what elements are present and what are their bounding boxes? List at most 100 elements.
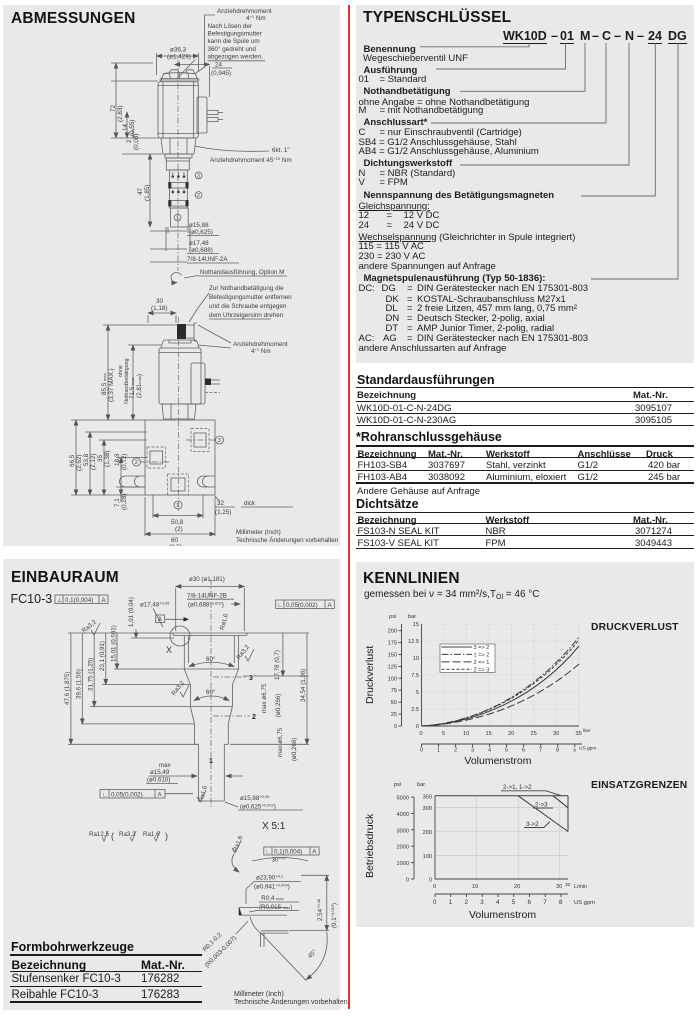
svg-text:max ø6,75: max ø6,75 [261,683,268,713]
svg-text:1: 1 [449,899,453,906]
svg-text:Nothandbetätigung: Nothandbetätigung [124,358,130,404]
svg-text:0: 0 [433,899,437,906]
svg-text:(2,81max): (2,81max) [136,374,143,398]
svg-text:25: 25 [391,712,397,718]
svg-text:psi: psi [394,782,401,788]
svg-text:⊥: ⊥ [57,597,62,604]
svg-text:ø15,88: ø15,88 [189,222,209,229]
svg-text:0,1(0,004): 0,1(0,004) [65,597,93,604]
svg-text:A: A [158,616,163,623]
svg-text:2: 2 [454,748,457,754]
svg-text:18,3: 18,3 [114,453,121,466]
svg-text:): ) [165,831,168,841]
svg-text:1: 1 [437,748,440,754]
svg-text:5: 5 [512,899,516,906]
svg-text:10: 10 [463,731,469,737]
svg-text:(0,945): (0,945) [211,70,231,77]
svg-text:dem Uhrzeigersinn drehen: dem Uhrzeigersinn drehen [209,312,284,319]
svg-text:2: 2 [135,460,138,466]
svg-text:(0,1+0,015): (0,1+0,015) [330,903,338,928]
svg-text:6kt. 1": 6kt. 1" [272,147,290,154]
svg-text:A: A [328,602,333,609]
svg-text:15: 15 [486,731,492,737]
svg-text:1: 1 [209,758,213,765]
svg-text:10: 10 [413,656,419,662]
svg-text:360° gedreht und: 360° gedreht und [208,45,257,53]
svg-text:71,5 max: 71,5 max [129,377,136,399]
svg-text:25: 25 [531,731,537,737]
svg-text:0,1(0,004): 0,1(0,004) [274,849,302,856]
svg-text:(ø0,625): (ø0,625) [189,229,213,236]
svg-text:10: 10 [472,884,478,890]
svg-text:L/min: L/min [574,884,587,890]
svg-text:0: 0 [433,884,436,890]
svg-text:liter: liter [583,728,591,734]
svg-text:2: 2 [126,139,133,143]
svg-text:60: 60 [171,537,179,544]
svg-text:ø17,48: ø17,48 [189,240,209,247]
svg-text:7.5: 7.5 [411,673,419,679]
svg-text:1000: 1000 [397,861,409,867]
svg-text:150: 150 [388,653,397,659]
svg-text:psi: psi [389,614,396,620]
svg-text:Millimeter (Inch): Millimeter (Inch) [236,529,281,536]
svg-text:Ra1,6: Ra1,6 [198,784,209,802]
svg-text:85,5 max: 85,5 max [101,373,108,395]
svg-text:1: 1 [176,216,179,222]
svg-text:(ø0,610): (ø0,610) [147,777,170,784]
svg-text:0,05(0,002): 0,05(0,002) [111,791,143,798]
svg-text:Nach Lösen der: Nach Lösen der [208,23,252,30]
svg-text:8: 8 [556,748,559,754]
svg-text:3: 3 [249,675,253,682]
svg-text:Ra1,6: Ra1,6 [143,831,160,838]
svg-text:1 => 2: 1 => 2 [474,652,490,658]
svg-text:(ø0,688+0,002): (ø0,688+0,002) [188,601,224,609]
svg-text:2: 2 [252,714,256,721]
svg-text:2: 2 [465,899,469,906]
svg-text:100: 100 [388,676,397,682]
svg-text:47,6 (1,875): 47,6 (1,875) [64,672,71,705]
svg-text:15,01 (0,591): 15,01 (0,591) [111,625,118,662]
svg-text:5000: 5000 [397,796,409,802]
svg-text:Anziehdrehmoment: Anziehdrehmoment [217,8,272,15]
svg-text:0: 0 [394,724,397,730]
svg-text:Druckverlust: Druckverlust [364,646,376,704]
svg-text:15: 15 [413,622,419,628]
svg-text:125: 125 [388,664,397,670]
svg-text:US gpm: US gpm [574,900,595,906]
svg-text:4000: 4000 [397,812,409,818]
svg-text:30: 30 [156,298,164,305]
svg-text:0: 0 [420,731,423,737]
svg-text:(1,85): (1,85) [144,185,151,201]
svg-text:Befestigungsmutter entfernen: Befestigungsmutter entfernen [209,294,292,301]
svg-text:30°+1°: 30°+1° [272,856,288,864]
svg-text:60°: 60° [206,656,216,663]
svg-text:20: 20 [514,884,520,890]
svg-text:kann die Spule um: kann die Spule um [208,38,260,45]
svg-text:∟: ∟ [265,849,271,856]
svg-text:EINSATZGRENZEN: EINSATZGRENZEN [591,780,687,791]
svg-text:2 => 3: 2 => 3 [474,667,490,673]
svg-text:0: 0 [429,878,432,884]
svg-text:US gpm: US gpm [579,746,596,752]
svg-text:(0,55): (0,55) [129,120,136,136]
svg-text:(ø1,429): (ø1,429) [167,54,191,61]
svg-text:(2,12): (2,12) [90,454,97,470]
svg-text:bar: bar [408,614,416,620]
svg-text:2->1, 1->2: 2->1, 1->2 [503,784,532,791]
svg-text:bar: bar [417,782,425,788]
svg-text:2.5: 2.5 [411,707,419,713]
svg-text:Volumenstrom: Volumenstrom [464,755,531,767]
svg-text:R0,4 max: R0,4 max [261,895,283,902]
svg-text:14: 14 [122,123,129,131]
svg-text:35: 35 [97,454,104,462]
svg-text:Betriebsdruck: Betriebsdruck [364,813,376,878]
svg-text:(ø0,688): (ø0,688) [189,247,213,254]
svg-text:∟: ∟ [277,602,283,609]
svg-text:3: 3 [471,748,474,754]
svg-text:0: 0 [406,878,409,884]
svg-text:24: 24 [215,62,223,69]
svg-text:(1,18): (1,18) [151,305,167,312]
svg-text:53,8: 53,8 [83,453,90,466]
svg-text:5: 5 [416,690,419,696]
